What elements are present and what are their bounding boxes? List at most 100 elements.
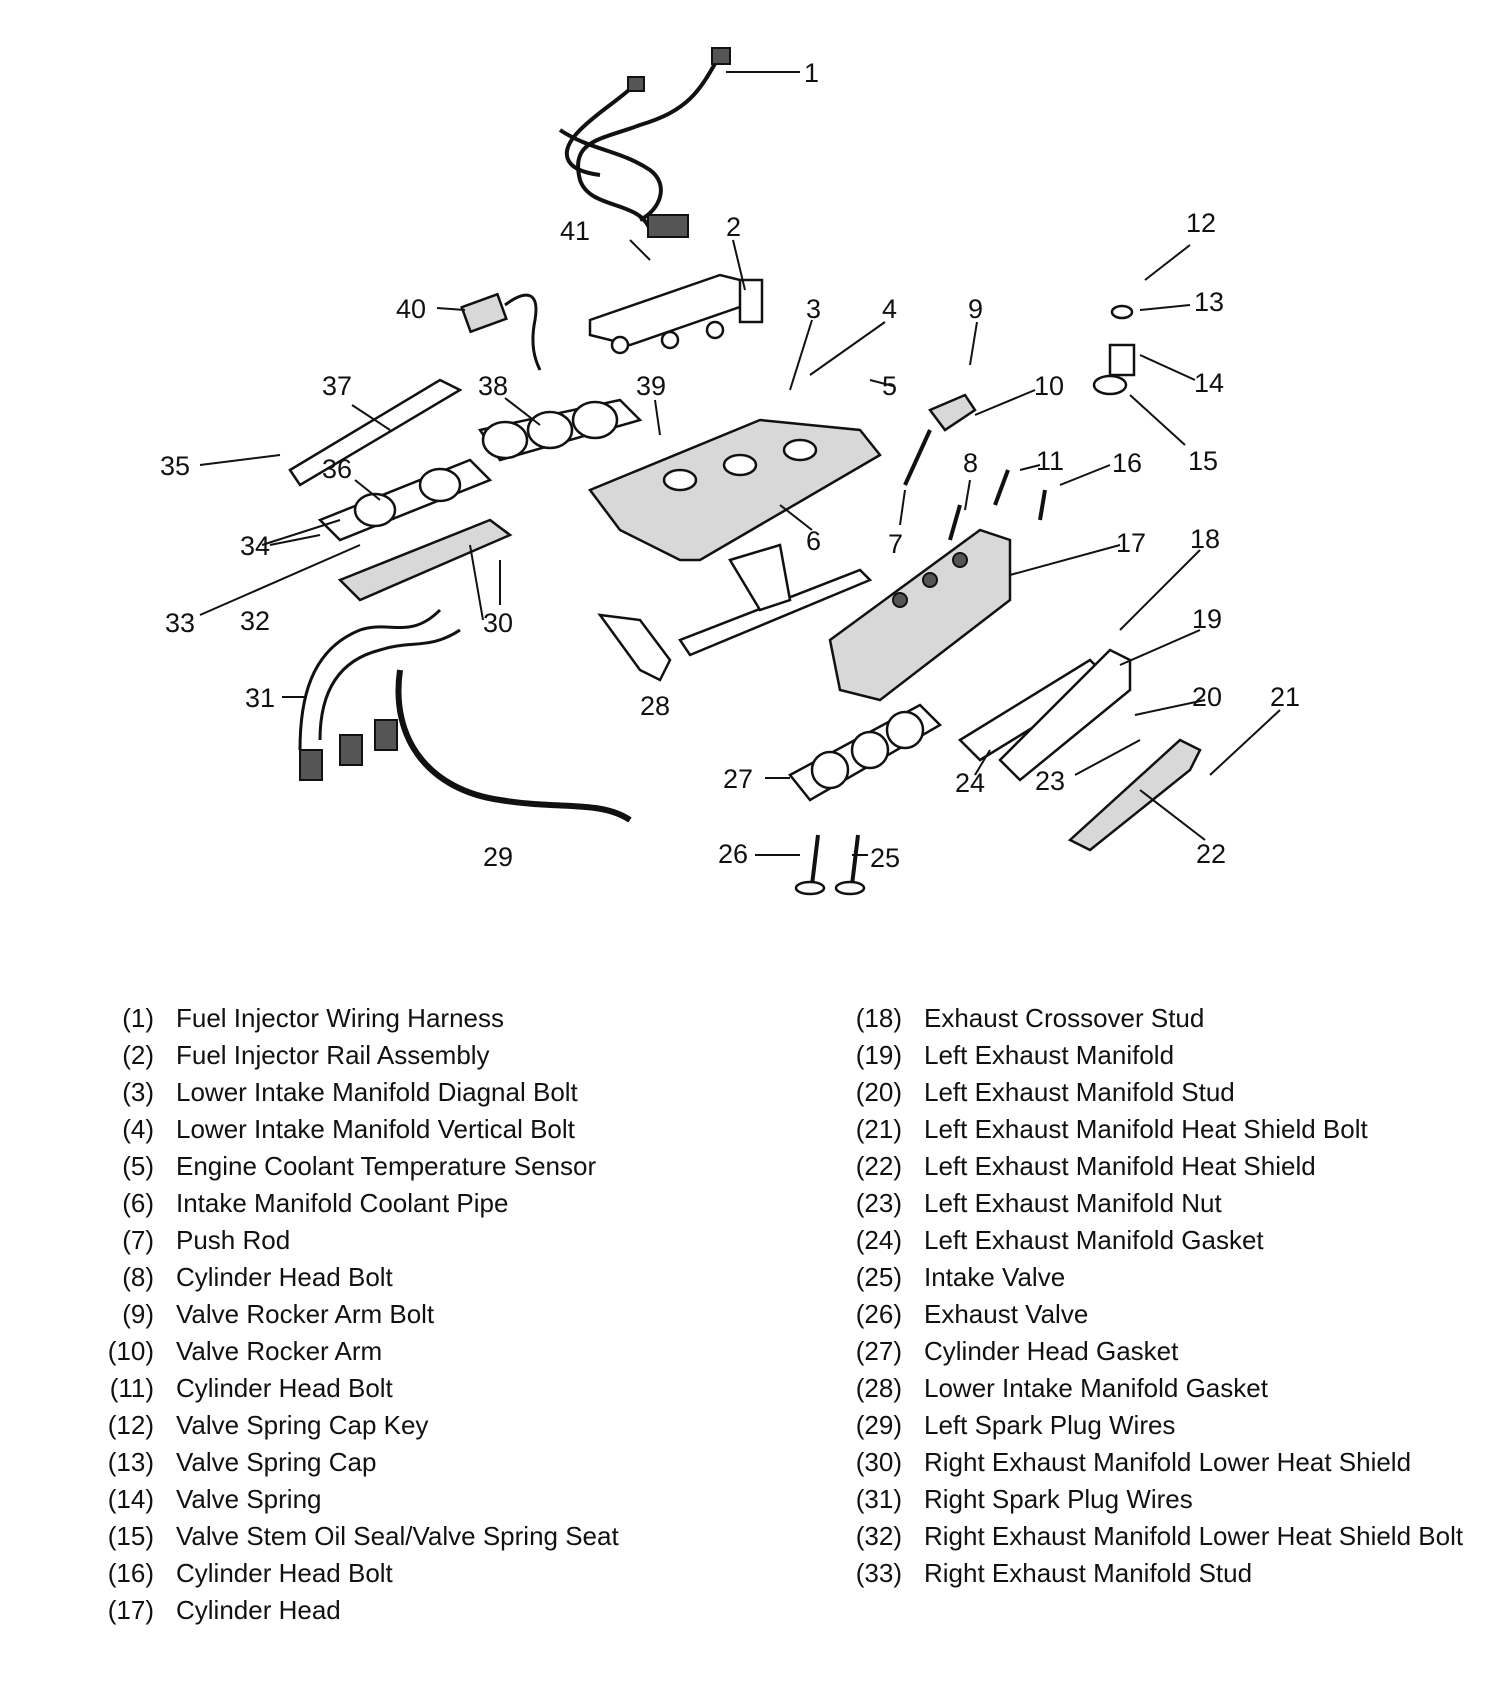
legend-item-number: (30) [855, 1447, 902, 1477]
legend-item: (33)Right Exhaust Manifold Stud [828, 1555, 1468, 1592]
leader-lines [199, 71, 1281, 856]
legend-item: (17) Cylinder Head [80, 1592, 720, 1629]
callout-23: 23 [1035, 766, 1065, 796]
legend-item-name: Right Exhaust Manifold Lower Heat Shield [924, 1447, 1412, 1477]
callout-29: 29 [483, 842, 513, 872]
legend-item: (19)Left Exhaust Manifold [828, 1037, 1468, 1074]
legend-item-number: (26) [855, 1299, 902, 1329]
legend-item-number: (17) [107, 1595, 154, 1625]
callout-21: 21 [1270, 682, 1300, 712]
callout-7: 7 [888, 529, 903, 559]
legend-item: (12) Valve Spring Cap Key [80, 1407, 720, 1444]
spark-plug-wires-drawing [298, 608, 632, 823]
callout-2: 2 [726, 212, 741, 242]
callout-37: 37 [322, 371, 352, 401]
valves-drawing [794, 834, 866, 896]
legend-item-name: Cylinder Head Gasket [924, 1336, 1179, 1366]
callout-28: 28 [640, 691, 670, 721]
legend-item-number: (32) [855, 1521, 902, 1551]
callout-35: 35 [160, 451, 190, 481]
legend-item-name: Exhaust Valve [924, 1299, 1089, 1329]
legend-item: (30) Right Exhaust Manifold Lower Heat Sh… [828, 1444, 1468, 1481]
legend-item-name: Push Rod [176, 1225, 291, 1255]
callout-30: 30 [483, 608, 513, 638]
legend-item-name: Valve Rocker Arm Bolt [176, 1299, 435, 1329]
legend-item-number: (10) [107, 1336, 154, 1366]
callout-5: 5 [882, 371, 897, 401]
legend-item-number: (4) [122, 1114, 154, 1144]
callout-39: 39 [636, 371, 666, 401]
legend-item-number: (15) [107, 1521, 154, 1551]
legend-item: (22)Left Exhaust Manifold Heat Shield [828, 1148, 1468, 1185]
legend-item-number: (24) [855, 1225, 902, 1255]
legend-item-name: Valve Rocker Arm [176, 1336, 383, 1366]
callout-36: 36 [322, 454, 352, 484]
legend-item-number: (8) [122, 1262, 154, 1292]
callout-9: 9 [968, 294, 983, 324]
legend-item-number: (16) [107, 1558, 154, 1588]
legend-item: (23) Left Exhaust Manifold Nut [828, 1185, 1468, 1222]
legend-item-number: (29) [855, 1410, 902, 1440]
legend-item-name: Left Exhaust Manifold [924, 1040, 1175, 1070]
legend-item: (21)Left Exhaust Manifold Heat Shield Bo… [828, 1111, 1468, 1148]
callout-22: 22 [1196, 839, 1226, 869]
callout-19: 19 [1192, 604, 1222, 634]
legend-item: (24)Left Exhaust Manifold Gasket [828, 1222, 1468, 1259]
legend-item-name: Valve Spring [176, 1484, 322, 1514]
legend-item-name: Intake Manifold Coolant Pipe [176, 1188, 509, 1218]
callout-38: 38 [478, 371, 508, 401]
legend-item-name: Left Exhaust Manifold Nut [924, 1188, 1222, 1218]
callout-3: 3 [806, 294, 821, 324]
legend-item-number: (21) [855, 1114, 902, 1144]
exhaust-manifold-drawing [957, 648, 1132, 782]
legend-item-name: Intake Valve [924, 1262, 1066, 1292]
legend-item-name: Lower Intake Manifold Diagnal Bolt [176, 1077, 578, 1107]
legend-item-name: Valve Spring Cap [176, 1447, 377, 1477]
cylinder-head-drawing [828, 528, 1012, 702]
callout-11: 11 [1036, 446, 1064, 476]
callout-26: 26 [718, 839, 748, 869]
legend-item-number: (33) [855, 1558, 902, 1588]
legend-item-number: (25) [855, 1262, 902, 1292]
callout-8: 8 [963, 448, 978, 478]
legend-item: (13)Valve Spring Cap [80, 1444, 720, 1481]
legend-item: (3) Lower Intake Manifold Diagnal Bolt [80, 1074, 720, 1111]
callout-24: 24 [955, 768, 985, 798]
sensor-drawing [460, 292, 542, 371]
legend-item-name: Right Spark Plug Wires [924, 1484, 1193, 1514]
legend-item-name: Exhaust Crossover Stud [924, 1003, 1205, 1033]
callout-20: 20 [1192, 682, 1222, 712]
legend-item: (16)Cylinder Head Bolt [80, 1555, 720, 1592]
legend-item-number: (12) [107, 1410, 154, 1440]
callout-40: 40 [396, 294, 426, 324]
legend-item: (27) Cylinder Head Gasket [828, 1333, 1468, 1370]
legend-item-number: (7) [122, 1225, 154, 1255]
legend-item-name: Valve Spring Cap Key [176, 1410, 429, 1440]
callout-4: 4 [882, 294, 897, 324]
legend-item: (8)Cylinder Head Bolt [80, 1259, 720, 1296]
legend-item: (10) Valve Rocker Arm [80, 1333, 720, 1370]
legend-item: (15) Valve Stem Oil Seal/Valve Spring Sea… [80, 1518, 720, 1555]
legend-item-number: (27) [855, 1336, 902, 1366]
callout-16: 16 [1112, 448, 1142, 478]
legend-item-name: Lower Intake Manifold Vertical Bolt [176, 1114, 575, 1144]
legend-item: (9)Valve Rocker Arm Bolt [80, 1296, 720, 1333]
legend-item-number: (20) [855, 1077, 902, 1107]
legend-item-name: Valve Stem Oil Seal/Valve Spring Seat [176, 1521, 619, 1551]
legend-item: (25) Intake Valve [828, 1259, 1468, 1296]
legend-item-number: (6) [122, 1188, 154, 1218]
legend-item-number: (3) [122, 1077, 154, 1107]
legend-item-name: Left Spark Plug Wires [924, 1410, 1176, 1440]
fuel-injector-rail-drawing [588, 273, 764, 355]
legend-item-name: Fuel Injector Wiring Harness [176, 1003, 504, 1033]
legend-item-name: Engine Coolant Temperature Sensor [176, 1151, 597, 1181]
manifold-gaskets-drawing [288, 378, 643, 602]
legend-item: (28)Lower Intake Manifold Gasket [828, 1370, 1468, 1407]
legend-item-name: Left Exhaust Manifold Stud [924, 1077, 1235, 1107]
legend-item-number: (23) [855, 1188, 902, 1218]
legend-item-name: Cylinder Head [176, 1595, 341, 1625]
legend-item-name: Cylinder Head Bolt [176, 1373, 393, 1403]
legend-item-number: (5) [122, 1151, 154, 1181]
lower-intake-gasket-drawing [597, 543, 873, 682]
legend-left-column: (1)Fuel Injector Wiring Harness(2)Fuel I… [80, 1000, 720, 1629]
